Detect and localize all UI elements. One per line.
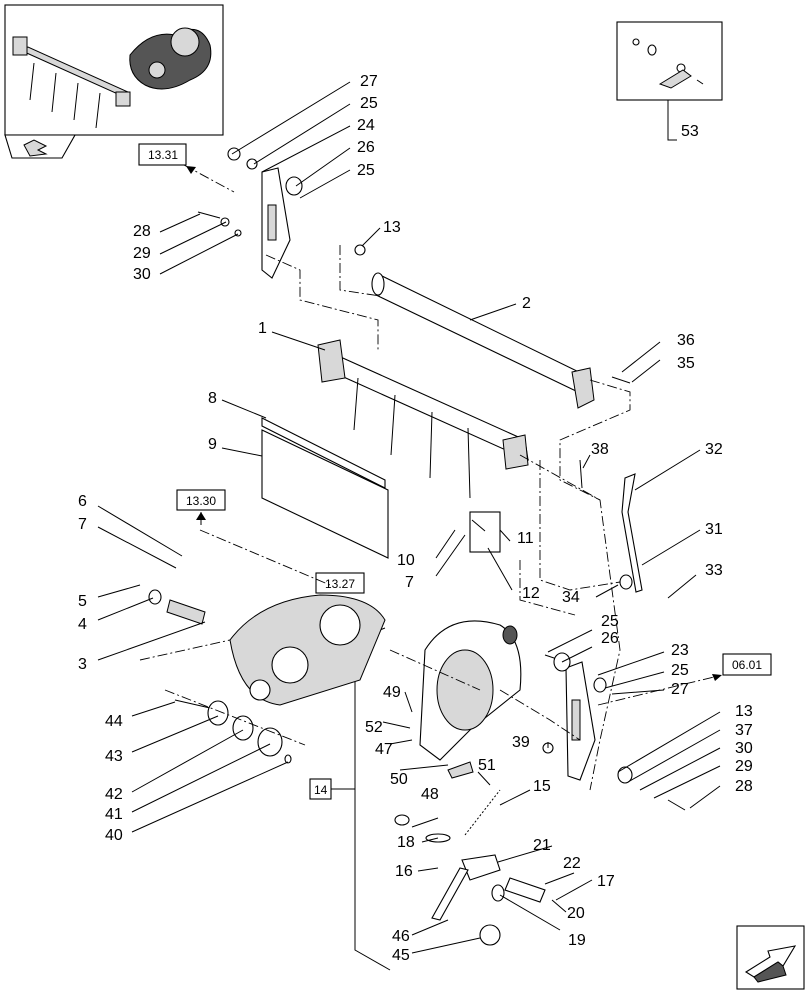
- callout-34: 34: [562, 589, 580, 606]
- ref-13-31[interactable]: 13.31: [138, 143, 235, 193]
- spring-32-31: [619, 473, 643, 593]
- callout-10: 10: [397, 552, 415, 569]
- callout-20: 20: [567, 905, 585, 922]
- callout-32: 32: [705, 441, 723, 458]
- callout-21: 21: [533, 837, 551, 854]
- callout-49: 49: [383, 684, 401, 701]
- callout-22: 22: [563, 855, 581, 872]
- callout-52: 52: [365, 719, 383, 736]
- svg-text:13.30: 13.30: [186, 494, 216, 508]
- svg-text:14: 14: [314, 783, 328, 797]
- callout-30: 30: [735, 740, 753, 757]
- gearbox: [229, 594, 386, 706]
- callout-25: 25: [357, 162, 375, 179]
- callout-13: 13: [735, 703, 753, 720]
- callout-23: 23: [671, 642, 689, 659]
- callout-44: 44: [105, 713, 123, 730]
- callout-16: 16: [395, 863, 413, 880]
- callout-27: 27: [360, 73, 378, 90]
- hub-parts-40-44: [174, 699, 292, 764]
- callout-9: 9: [208, 436, 217, 453]
- beam-2: [354, 244, 595, 409]
- callout-6: 6: [78, 493, 87, 510]
- callout-26: 26: [601, 630, 619, 647]
- callout-51: 51: [478, 757, 496, 774]
- callout-4: 4: [78, 616, 87, 633]
- callout-39: 39: [512, 734, 530, 751]
- lever-assembly: [394, 814, 546, 946]
- callout-37: 37: [735, 722, 753, 739]
- callout-50: 50: [390, 771, 408, 788]
- callout-29: 29: [735, 758, 753, 775]
- callout-42: 42: [105, 786, 123, 803]
- bracket-24: [261, 167, 291, 279]
- callout-13: 13: [383, 219, 401, 236]
- callout-28: 28: [133, 223, 151, 240]
- callouts: 27 25 24 26 25 28 29 30 13 2 1 36 35 8 9…: [78, 73, 753, 964]
- callout-35: 35: [677, 355, 695, 372]
- svg-text:13.31: 13.31: [148, 148, 178, 162]
- small-parts: [197, 147, 686, 811]
- callout-11: 11: [517, 530, 534, 547]
- callout-38: 38: [591, 441, 609, 458]
- callout-24: 24: [357, 117, 375, 134]
- callout-5: 5: [78, 593, 87, 610]
- drive-disc: [419, 620, 522, 761]
- svg-text:13.27: 13.27: [325, 577, 355, 591]
- callout-30: 30: [133, 266, 151, 283]
- ref-13-30[interactable]: 13.30: [176, 489, 226, 525]
- callout-26: 26: [357, 139, 375, 156]
- leader-lines: [97, 81, 721, 954]
- callout-47: 47: [375, 741, 393, 758]
- callout-17: 17: [597, 873, 615, 890]
- callout-46: 46: [392, 928, 410, 945]
- plate-8-9: [261, 417, 389, 559]
- callout-3: 3: [78, 656, 87, 673]
- callout-53: 53: [681, 123, 699, 140]
- spring-15: [464, 789, 501, 836]
- svg-text:06.01: 06.01: [732, 658, 762, 672]
- callout-15: 15: [533, 778, 551, 795]
- callout-19: 19: [568, 932, 586, 949]
- callout-40: 40: [105, 827, 123, 844]
- callout-43: 43: [105, 748, 123, 765]
- callout-28: 28: [735, 778, 753, 795]
- callout-2: 2: [522, 295, 531, 312]
- callout-25: 25: [601, 613, 619, 630]
- shaft-3-4: [148, 589, 206, 625]
- callout-31: 31: [705, 521, 723, 538]
- ref-13-27[interactable]: 13.27: [315, 572, 365, 594]
- callout-29: 29: [133, 245, 151, 262]
- assembly-lines: [139, 245, 631, 791]
- callout-18: 18: [397, 834, 415, 851]
- detail-inset-53: 53: [616, 21, 723, 141]
- tine-bar-1: [317, 339, 529, 499]
- callout-7: 7: [78, 516, 87, 533]
- callout-12: 12: [522, 585, 540, 602]
- callout-33: 33: [705, 562, 723, 579]
- bracket-23: [565, 661, 596, 781]
- callout-41: 41: [105, 806, 123, 823]
- callout-48: 48: [421, 786, 439, 803]
- callout-25: 25: [671, 662, 689, 679]
- callout-1: 1: [258, 320, 267, 337]
- callout-7: 7: [405, 574, 414, 591]
- navigation-tab[interactable]: [4, 134, 76, 159]
- callout-8: 8: [208, 390, 217, 407]
- callout-45: 45: [392, 947, 410, 964]
- callout-25: 25: [360, 95, 378, 112]
- overview-thumbnail[interactable]: [4, 4, 224, 136]
- next-page-arrow-icon[interactable]: [736, 925, 805, 990]
- callout-27: 27: [671, 681, 689, 698]
- callout-36: 36: [677, 332, 695, 349]
